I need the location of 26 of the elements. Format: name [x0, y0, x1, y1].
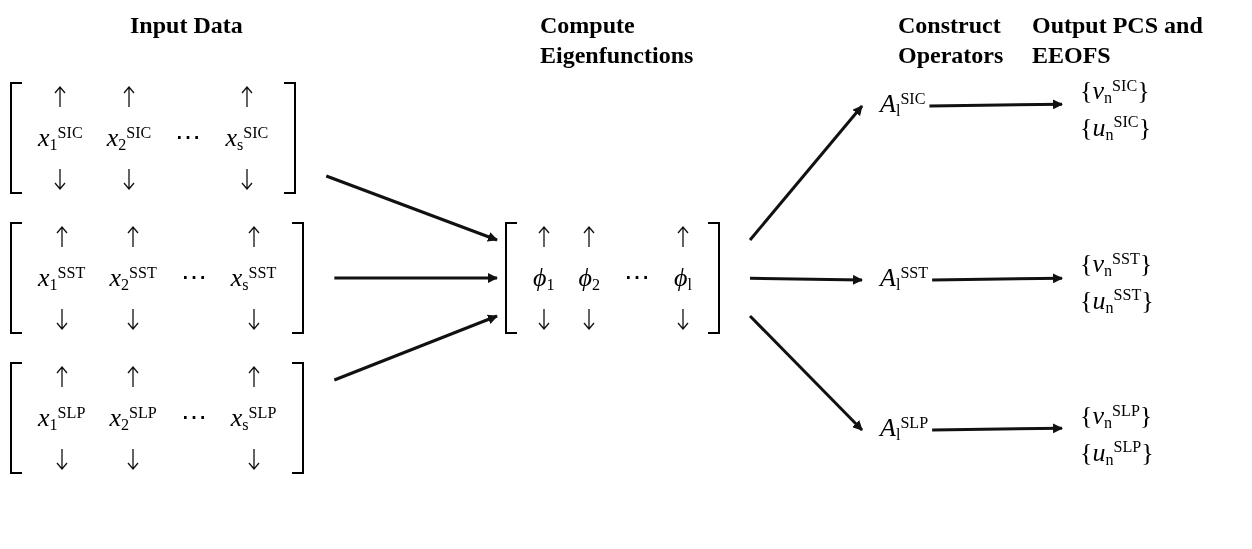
matrix-entry: ⋯	[175, 125, 202, 151]
output-set: {v$_{n}$$^{SIC}$}	[1080, 75, 1151, 108]
arrow	[325, 174, 498, 242]
matrix-entry: ϕ$_{2}$	[578, 265, 601, 291]
arrow	[334, 273, 498, 283]
output-set: {u$_{n}$$^{SIC}$}	[1080, 111, 1152, 144]
arrow	[929, 99, 1063, 110]
arrow	[750, 274, 863, 285]
matrix-entry: ⋯	[180, 405, 207, 431]
matrix-entry: ϕ$_{1}$	[533, 265, 555, 291]
arrow	[748, 105, 864, 241]
column-heading: Input Data	[130, 11, 244, 40]
matrix-entry: ⋯	[180, 265, 207, 291]
arrow	[932, 273, 1063, 284]
matrix-entry: ϕ$_{l}$	[674, 265, 692, 291]
column-heading: Output PCS and EEOFS	[1032, 11, 1204, 70]
arrow	[932, 423, 1063, 434]
arrow	[333, 314, 498, 382]
output-set: {u$_{n}$$^{SST}$}	[1080, 284, 1154, 317]
column-heading: Construct Operators	[898, 11, 1005, 70]
output-set: {u$_{n}$$^{SLP}$}	[1080, 436, 1154, 469]
output-set: {v$_{n}$$^{SST}$}	[1080, 248, 1154, 281]
arrow	[748, 314, 864, 432]
output-set: {v$_{n}$$^{SLP}$}	[1080, 400, 1154, 433]
matrix-entry: ⋯	[624, 265, 651, 291]
column-heading: Compute Eigenfunctions	[540, 11, 695, 70]
